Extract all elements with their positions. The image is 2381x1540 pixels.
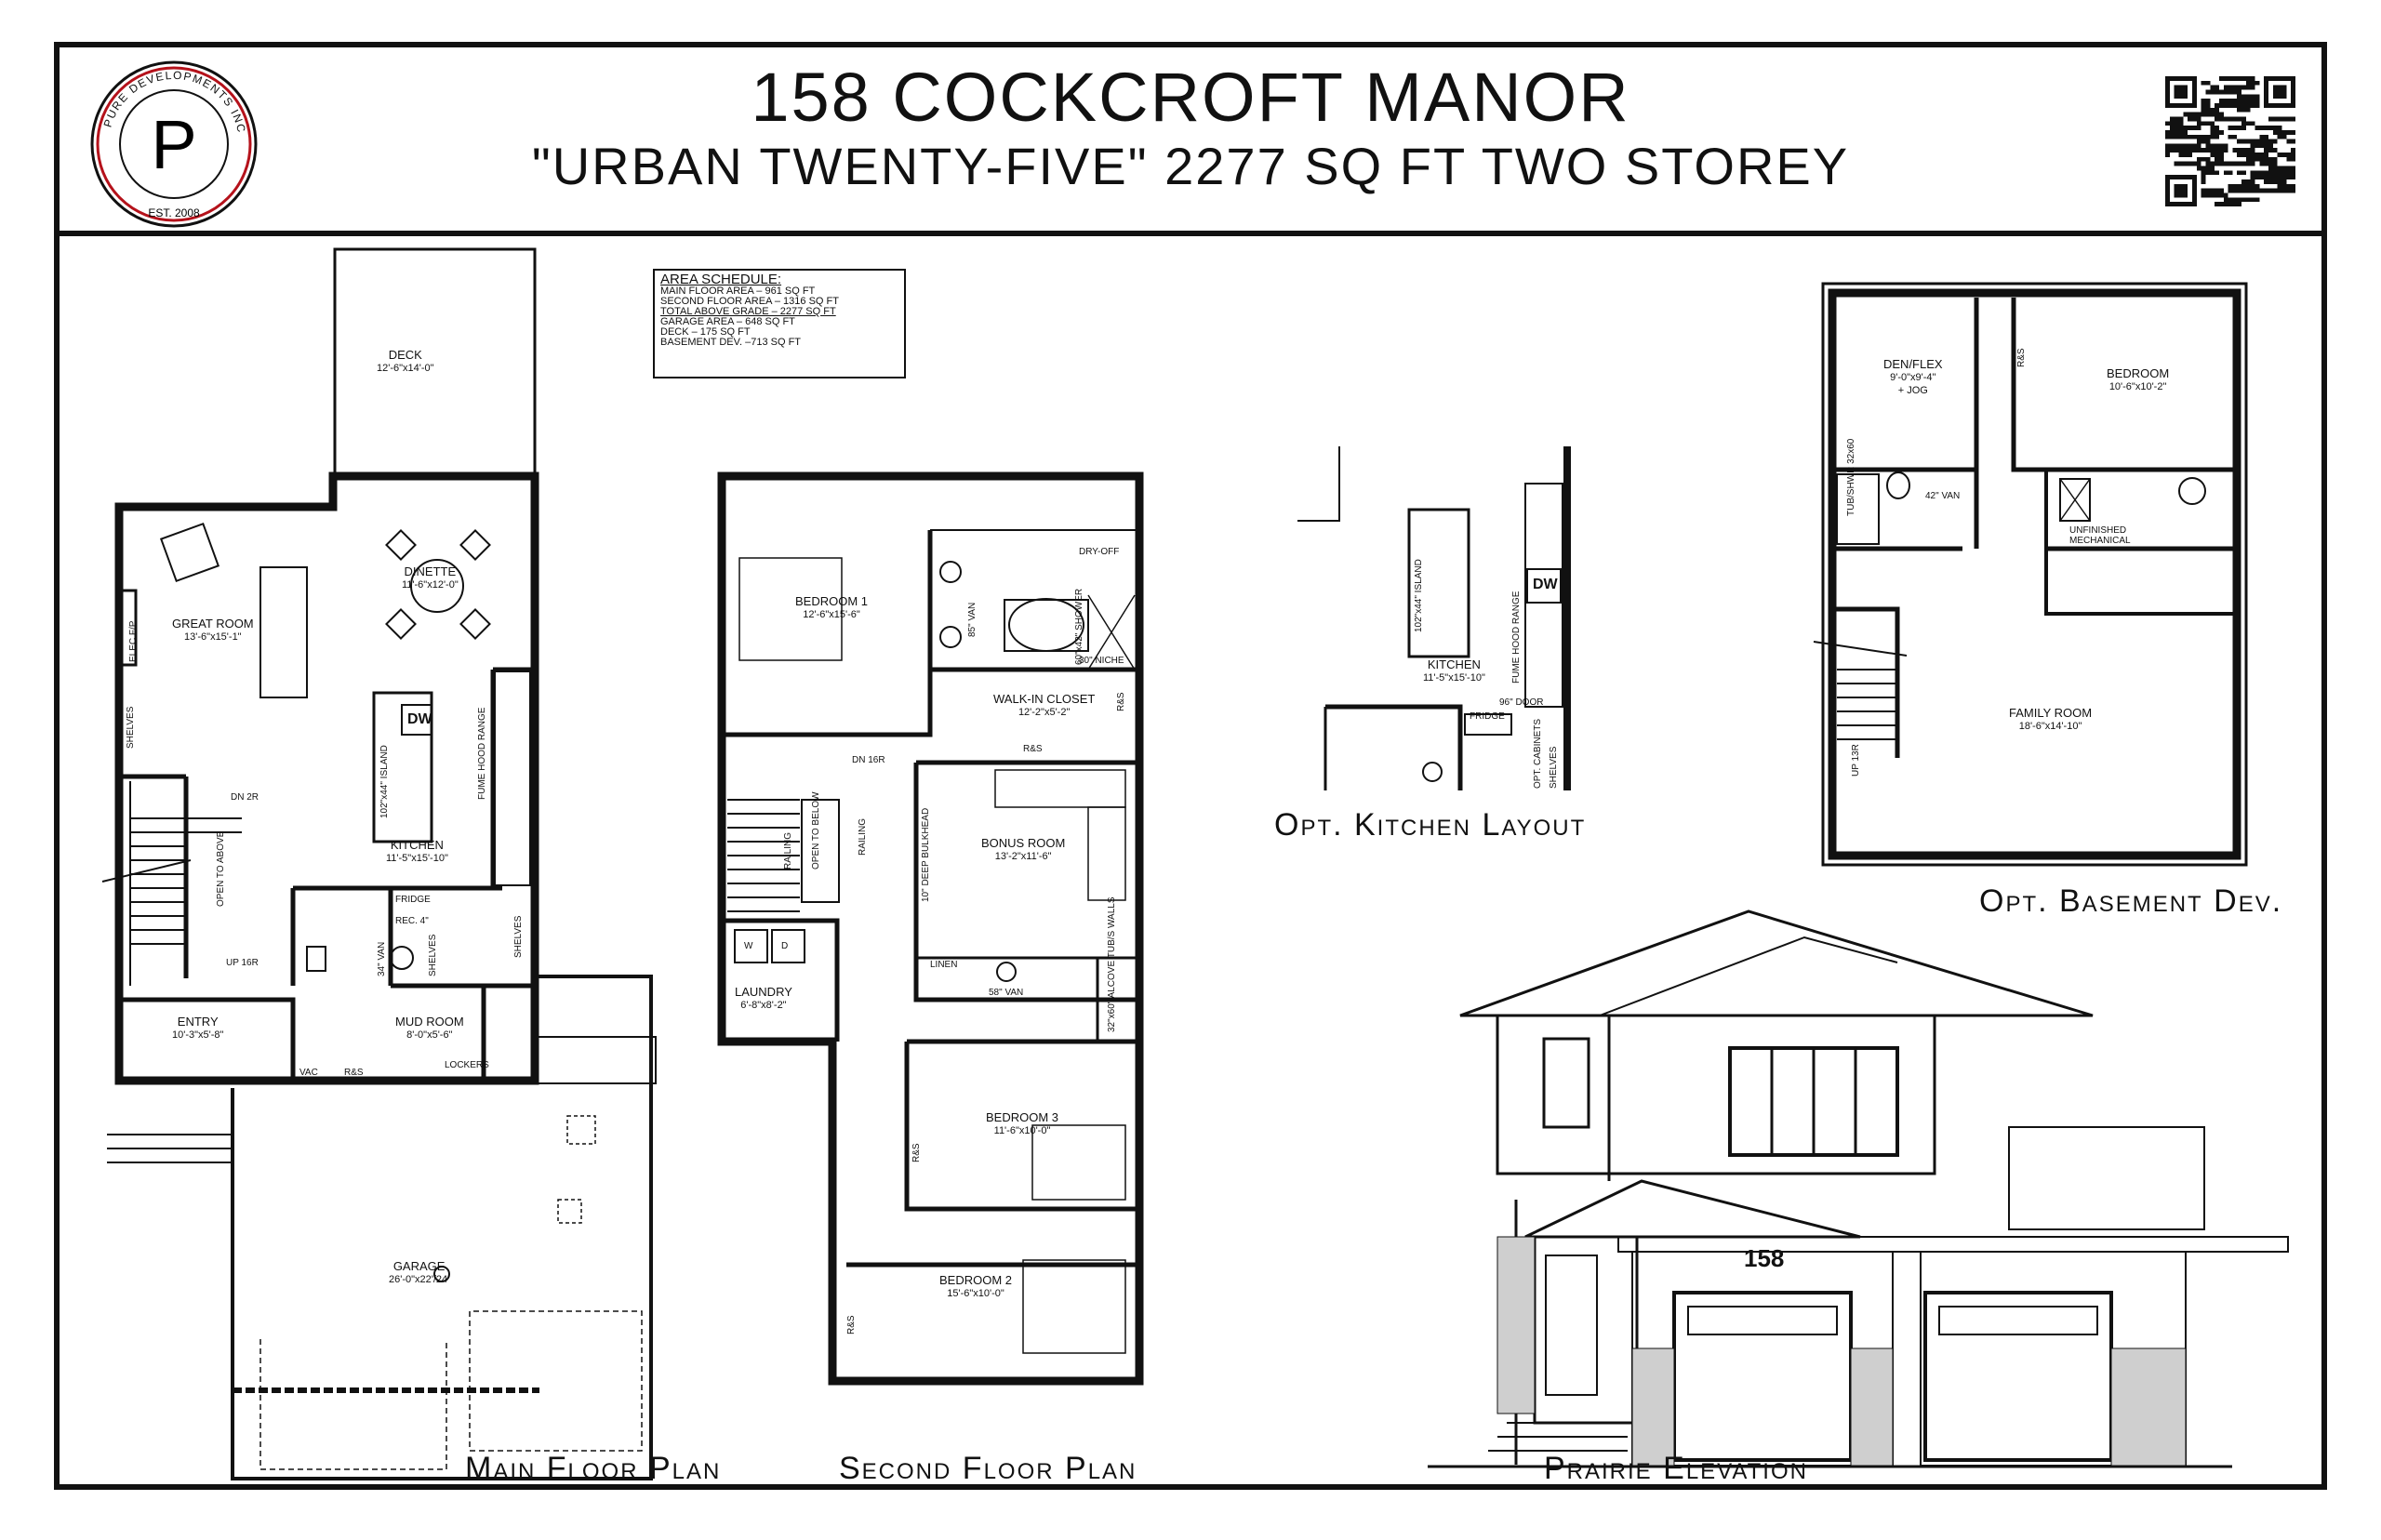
- dryer-label: D: [781, 941, 789, 951]
- open-above-label: OPEN TO ABOVE: [216, 830, 226, 907]
- kitchen-option-plan: [1297, 446, 1571, 790]
- qr-code-icon[interactable]: [2162, 76, 2298, 206]
- basement-plan: [1813, 282, 2248, 867]
- mechanical-label: UNFINISHED MECHANICAL: [2069, 525, 2131, 546]
- lockers-label: LOCKERS: [445, 1060, 489, 1070]
- vanity-label: 34" VAN: [377, 941, 387, 976]
- open-below-label: OPEN TO BELOW: [811, 791, 821, 870]
- vanity-42-label: 42" VAN: [1925, 491, 1961, 501]
- pure-developments-logo: PURE DEVELOPMENTS INC EST. 2008 P: [90, 60, 258, 228]
- area-row: DECK – 175 SQ FT: [660, 326, 751, 338]
- caption-kitchen: Opt. Kitchen Layout: [1274, 807, 1587, 843]
- fume-hood-opt-label: FUME HOOD RANGE: [1511, 591, 1522, 684]
- shelves-label-3: SHELVES: [513, 915, 524, 958]
- logo-est: EST. 2008: [148, 206, 200, 219]
- caption-basement: Opt. Basement Dev.: [1979, 883, 2283, 919]
- page-title: 158 COCKCROFT MANOR: [751, 59, 1630, 136]
- main-floor-plan: [101, 247, 657, 1480]
- rs-basement-label: R&S: [2016, 348, 2027, 367]
- area-schedule: AREA SCHEDULE: MAIN FLOOR AREA – 961 SQ …: [653, 269, 906, 378]
- dn-label: DN 2R: [231, 792, 259, 803]
- shelves-label: SHELVES: [126, 706, 136, 749]
- up-basement-label: UP 13R: [1851, 744, 1861, 777]
- area-row: BASEMENT DEV. –713 SQ FT: [660, 337, 802, 348]
- fume-hood-label: FUME HOOD RANGE: [477, 707, 487, 800]
- area-row: TOTAL ABOVE GRADE – 2277 SQ FT: [660, 306, 836, 317]
- area-row: MAIN FLOOR AREA – 961 SQ FT: [660, 285, 816, 297]
- fridge-opt-label: FRIDGE: [1470, 711, 1505, 722]
- shelves-opt-label: SHELVES: [1549, 746, 1559, 789]
- caption-main-floor: Main Floor Plan: [465, 1451, 722, 1486]
- rec-label: REC. 4": [395, 916, 429, 926]
- shower-label: 60"x42" SHOWER: [1074, 588, 1084, 665]
- second-floor-plan: [717, 471, 1144, 1386]
- railing-label-2: RAILING: [858, 817, 868, 856]
- dw-label-opt: DW: [1533, 577, 1558, 592]
- rs-label-2f-b: R&S: [1023, 744, 1043, 754]
- rs-label-2f: R&S: [1116, 692, 1126, 711]
- vanity-85-label: 85" VAN: [967, 602, 978, 637]
- page-subtitle: "URBAN TWENTY-FIVE" 2277 SQ FT TWO STORE…: [531, 137, 1850, 195]
- dn-label-2f: DN 16R: [852, 755, 885, 765]
- rs-label-2f-d: R&S: [846, 1315, 857, 1334]
- area-row: GARAGE AREA – 648 SQ FT: [660, 316, 795, 327]
- fireplace-label: ELEC F/P: [128, 620, 139, 662]
- house-number: 158: [1744, 1244, 1785, 1272]
- island-label-opt: 102"x44" ISLAND: [1414, 559, 1424, 632]
- opt-cabinets-label: OPT. CABINETS: [1533, 718, 1543, 789]
- linen-label: LINEN: [930, 960, 958, 970]
- niche-label: 30" NICHE: [1079, 656, 1124, 666]
- up-label: UP 16R: [226, 958, 259, 968]
- logo-letter: P: [151, 106, 196, 183]
- vanity-58-label: 58" VAN: [989, 988, 1024, 998]
- railing-label: RAILING: [783, 831, 793, 870]
- vac-label: VAC: [299, 1068, 318, 1078]
- area-row: SECOND FLOOR AREA – 1316 SQ FT: [660, 296, 839, 307]
- door-opt-label: 96" DOOR: [1499, 697, 1544, 708]
- fridge-label: FRIDGE: [395, 895, 431, 905]
- caption-elevation: Prairie Elevation: [1544, 1451, 1808, 1486]
- header-divider: [54, 231, 2327, 236]
- washer-label: W: [744, 941, 753, 951]
- area-schedule-heading: AREA SCHEDULE:: [660, 272, 782, 287]
- rs-label-2f-c: R&S: [911, 1143, 922, 1162]
- dry-off-label: DRY-OFF: [1079, 547, 1120, 557]
- shelves-label-2: SHELVES: [428, 934, 438, 976]
- dw-label: DW: [407, 711, 432, 727]
- rs-label: R&S: [344, 1068, 364, 1078]
- caption-second-floor: Second Floor Plan: [839, 1451, 1137, 1486]
- alcove-tub-label: 32"x60" ALCOVE TUB/S WALLS: [1107, 896, 1117, 1033]
- sheet-border: [54, 42, 2327, 1490]
- bulkhead-label: 10" DEEP BULKHEAD: [921, 807, 931, 902]
- island-label: 102"x44" ISLAND: [379, 745, 390, 818]
- tub-shower-label: TUB/SHWR 32x60: [1846, 438, 1856, 516]
- prairie-elevation: [1428, 909, 2289, 1468]
